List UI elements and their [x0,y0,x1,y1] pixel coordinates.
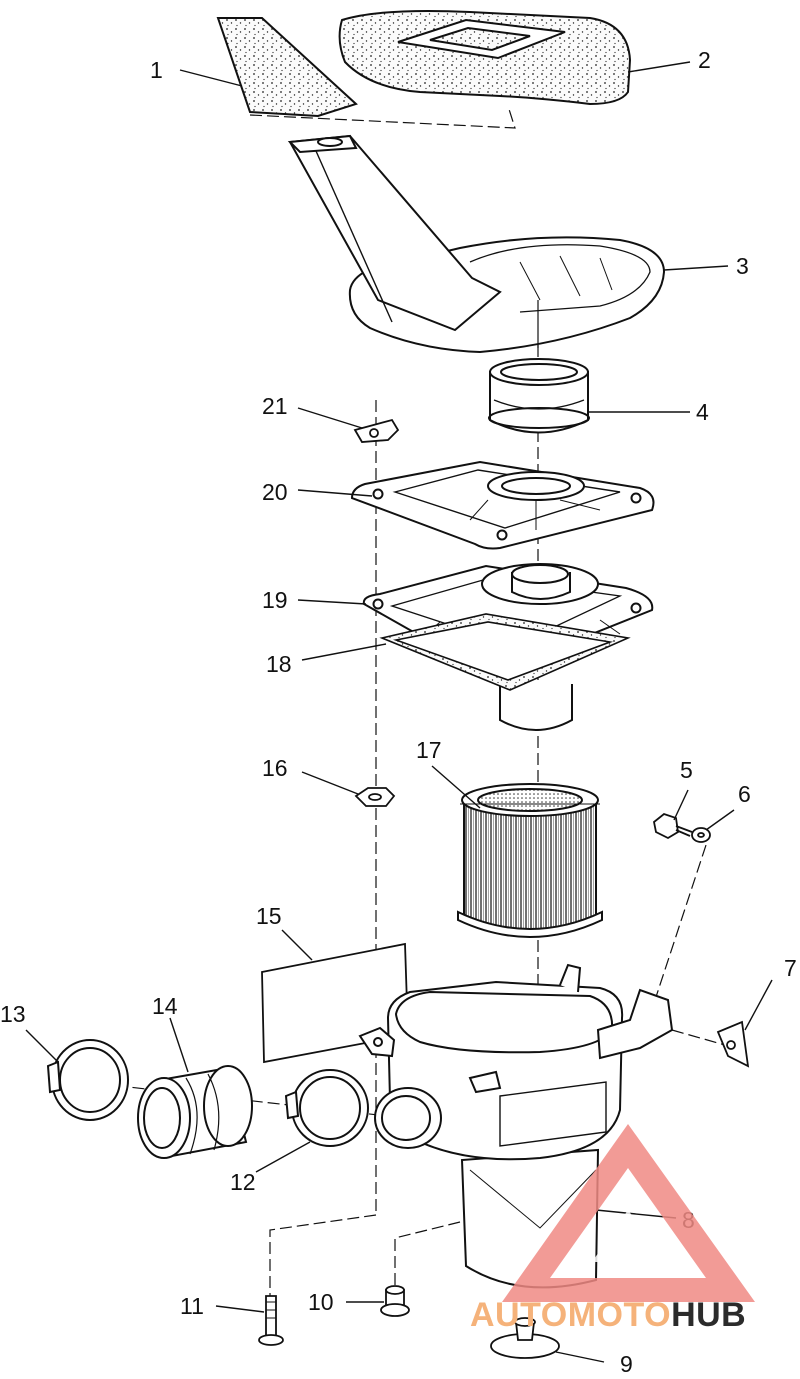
intake-boot-part-4 [488,358,590,434]
nut-part-16 [354,787,396,807]
callout-20: 20 [262,479,288,505]
callout-4: 4 [696,399,709,425]
watermark-text-hub: HUB [671,1296,746,1334]
callout-15: 15 [256,903,282,929]
bolt-part-11 [258,1295,284,1346]
callout-1: 1 [150,57,163,83]
callout-2: 2 [698,47,711,73]
clamp-part-13 [46,1039,129,1121]
clamp-part-12 [284,1069,369,1147]
airbox-housing-part-8 [358,963,674,1289]
watermark: AUTOMOTOHUB [470,1124,755,1334]
connector-tube-part-14 [137,1065,253,1159]
drain-cap-part-9 [490,1317,560,1359]
top-plate-part-20 [350,460,655,550]
callout-7: 7 [784,955,797,981]
callout-14: 14 [152,993,178,1019]
callout-17: 17 [416,737,442,763]
callout-21: 21 [262,393,288,419]
callout-12: 12 [230,1169,256,1195]
callout-13: 13 [0,1001,26,1027]
gasket-part-18 [379,613,631,691]
washer-part-6 [691,827,711,843]
bracket-part-7 [716,1020,750,1068]
watermark-logo-icon [502,1124,755,1302]
svg-text:AUTOMOTOHUB: AUTOMOTOHUB [470,1296,746,1334]
callout-5: 5 [680,757,693,783]
watermark-text-automoto: AUTOMOTO [470,1296,671,1334]
callout-3: 3 [736,253,749,279]
grommet-part-10 [380,1285,410,1317]
callout-19: 19 [262,587,288,613]
callout-9: 9 [620,1351,633,1377]
callout-18: 18 [266,651,292,677]
intake-cover-part-3 [287,134,666,354]
callout-6: 6 [738,781,751,807]
callout-10: 10 [308,1289,334,1315]
foam-insert-part-1 [216,17,358,118]
leader-lines [25,61,773,1363]
bolt-part-5 [653,812,693,840]
clip-part-21 [353,418,400,443]
foam-pad-part-2 [338,10,632,106]
callout-11: 11 [180,1293,204,1319]
callout-16: 16 [262,755,288,781]
air-filter-part-17 [457,783,603,938]
